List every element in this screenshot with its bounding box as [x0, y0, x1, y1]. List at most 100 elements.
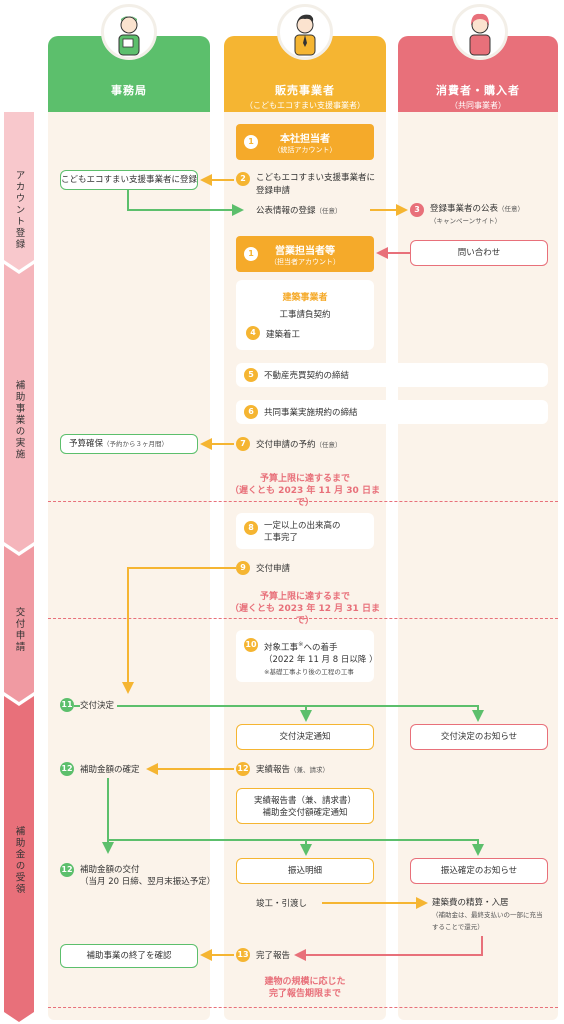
- step-number-3: 3: [410, 203, 424, 217]
- step-number-9: 9: [236, 561, 250, 575]
- office-column-bg: [48, 112, 210, 1020]
- seller-column-subtitle: （こどもエコすまい支援事業者）: [245, 101, 365, 110]
- head-office-account-box: 1 本社担当者 （統括アカウント）: [236, 124, 374, 160]
- deadline-1: 予算上限に達するまで （遅くとも 2023 年 11 月 30 日まで）: [224, 473, 386, 509]
- confirm-end-box: 補助事業の終了を確認: [60, 944, 198, 968]
- handover-text: 竣工・引渡し: [256, 899, 308, 909]
- phase-label-account: アカウント登録: [13, 169, 25, 251]
- step-number-6: 6: [244, 405, 258, 419]
- settle-note2: することで還元）: [432, 923, 484, 931]
- step-number-10: 10: [244, 638, 258, 652]
- joint-text: 共同事業実施規約の締結: [264, 408, 358, 418]
- sales-account-title: 営業担当者等: [275, 246, 335, 257]
- phase-label-implementation: 補助事業の実施: [13, 379, 25, 461]
- complete-report-text: 完了報告: [256, 951, 291, 961]
- decision-notice-text: 交付決定通知: [279, 732, 331, 742]
- joint-box: 6 共同事業実施規約の締結: [236, 400, 548, 424]
- deadline-3-line2: 完了報告期限まで: [268, 989, 341, 999]
- step-number-4: 4: [246, 326, 260, 340]
- progress-line2: 工事完了: [264, 533, 299, 543]
- step-number-12a: 12: [60, 762, 74, 776]
- deadline-2: 予算上限に達するまで （遅くとも 2023 年 12 月 31 日まで）: [224, 591, 386, 627]
- target-start-line1b: への着手: [303, 642, 338, 653]
- apply-register-line1: こどもエコすまい支援事業者に: [256, 173, 376, 183]
- step-number-1b: 1: [244, 247, 258, 261]
- budget-text: 予算確保: [69, 439, 104, 449]
- publish-sub: （キャンペーンサイト）: [430, 217, 502, 225]
- sales-account-box: 1 営業担当者等 （担当者アカウント）: [236, 236, 374, 272]
- publish-optional: （任意）: [498, 205, 525, 213]
- reserve-optional: （任意）: [315, 441, 342, 449]
- publish-text: 登録事業者の公表（任意） （キャンペーンサイト）: [430, 203, 524, 227]
- head-office-sub: （統括アカウント）: [273, 146, 337, 154]
- deadline-3: 建物の規模に応じた 完了報告期限まで: [224, 976, 386, 1000]
- realestate-box: 5 不動産売買契約の締結: [236, 363, 548, 387]
- deadline-separator-3: [48, 1007, 558, 1008]
- transfer-detail-box: 振込明細: [236, 858, 374, 884]
- deadline-1-line1: 予算上限に達するまで: [259, 474, 350, 484]
- payment-text: 補助金額の交付 （当月 20 日締、翌月末振込予定）: [80, 864, 215, 888]
- transfer-info-box: 振込確定のお知らせ: [410, 858, 548, 884]
- settle-note1: （補助金は、最終支払いの一部に充当: [432, 911, 543, 919]
- amount-fix-text: 補助金額の確定: [80, 765, 140, 775]
- decision-text: 交付決定: [80, 699, 118, 711]
- step-number-7: 7: [236, 437, 250, 451]
- builder-contract: 工事請負契約: [279, 310, 331, 320]
- step-number-8: 8: [244, 521, 258, 535]
- step-number-2: 2: [236, 172, 250, 186]
- deadline-1-line2: （遅くとも 2023 年 11 月 30 日まで）: [230, 486, 380, 508]
- budget-box: 予算確保（予約から３ヶ月間）: [60, 434, 198, 454]
- payment-line2: （当月 20 日締、翌月末振込予定）: [80, 877, 216, 887]
- report-doc-line1: 実績報告書（兼、請求書）: [253, 796, 356, 806]
- step-number-11: 11: [60, 698, 74, 712]
- phase-ribbons: [4, 112, 34, 1022]
- step-number-12c: 12: [60, 863, 74, 877]
- decision-info-text: 交付決定のお知らせ: [440, 732, 518, 742]
- apply-text: 交付申請: [256, 564, 291, 574]
- phase-label-receipt: 補助金の受領: [13, 825, 25, 895]
- consumer-column-header: 消費者・購入者 （共同事業者）: [398, 36, 558, 112]
- deadline-separator-1: [48, 501, 558, 502]
- realestate-text: 不動産売買契約の締結: [264, 371, 350, 381]
- step-number-1: 1: [244, 135, 258, 149]
- report-doc-box: 実績報告書（兼、請求書） 補助金交付額確定通知: [236, 788, 374, 824]
- confirm-end-text: 補助事業の終了を確認: [86, 951, 172, 961]
- target-start-mark: ※: [298, 640, 304, 648]
- inquiry-text: 問い合わせ: [457, 248, 501, 258]
- reserve-text: 交付申請の予約（任意）: [256, 438, 342, 450]
- office-register-text: こどもエコすまい支援事業者に登録: [61, 175, 198, 185]
- payment-line1: 補助金額の交付: [80, 865, 140, 875]
- deadline-2-line2: （遅くとも 2023 年 12 月 31 日まで）: [230, 604, 380, 626]
- transfer-detail-text: 振込明細: [287, 866, 322, 876]
- apply-register-line2: 登録申請: [256, 186, 291, 196]
- phase-ribbon-receipt: [4, 696, 34, 1022]
- consumer-avatar: [452, 4, 508, 60]
- report-sub: （兼、請求）: [290, 766, 330, 774]
- builder-title: 建築事業者: [282, 293, 328, 303]
- decision-notice-box: 交付決定通知: [236, 724, 374, 750]
- public-info-text: 公表情報の登録（任意）: [256, 204, 342, 216]
- seller-column-title: 販売事業者: [275, 84, 335, 97]
- sales-account-sub: （担当者アカウント）: [270, 258, 340, 266]
- seller-staff-avatar: [277, 4, 333, 60]
- office-column-title: 事務局: [111, 84, 147, 97]
- office-staff-avatar: [101, 4, 157, 60]
- report-doc-line2: 補助金交付額確定通知: [262, 808, 348, 818]
- phase-ribbon-account: [4, 112, 34, 270]
- apply-register-text: こどもエコすまい支援事業者に 登録申請: [256, 172, 375, 198]
- report-text: 実績報告（兼、請求）: [256, 763, 329, 775]
- phase-ribbon-implementation: [4, 264, 34, 552]
- budget-sub: （予約から３ヶ月間）: [103, 440, 169, 448]
- settle-text: 建築費の精算・入居 （補助金は、最終支払いの一部に充当 することで還元）: [432, 897, 543, 933]
- public-info-label: 公表情報の登録: [256, 206, 316, 216]
- deadline-2-line1: 予算上限に達するまで: [259, 592, 350, 602]
- public-info-optional: （任意）: [315, 207, 342, 215]
- decision-info-box: 交付決定のお知らせ: [410, 724, 548, 750]
- phase-ribbon-application: [4, 546, 34, 702]
- transfer-info-text: 振込確定のお知らせ: [440, 866, 518, 876]
- target-start-line1: 対象工事: [264, 642, 299, 653]
- progress-box: 8 一定以上の出来高の 工事完了: [236, 513, 374, 549]
- step-number-13: 13: [236, 948, 250, 962]
- consumer-column-subtitle: （共同事業者）: [450, 101, 506, 110]
